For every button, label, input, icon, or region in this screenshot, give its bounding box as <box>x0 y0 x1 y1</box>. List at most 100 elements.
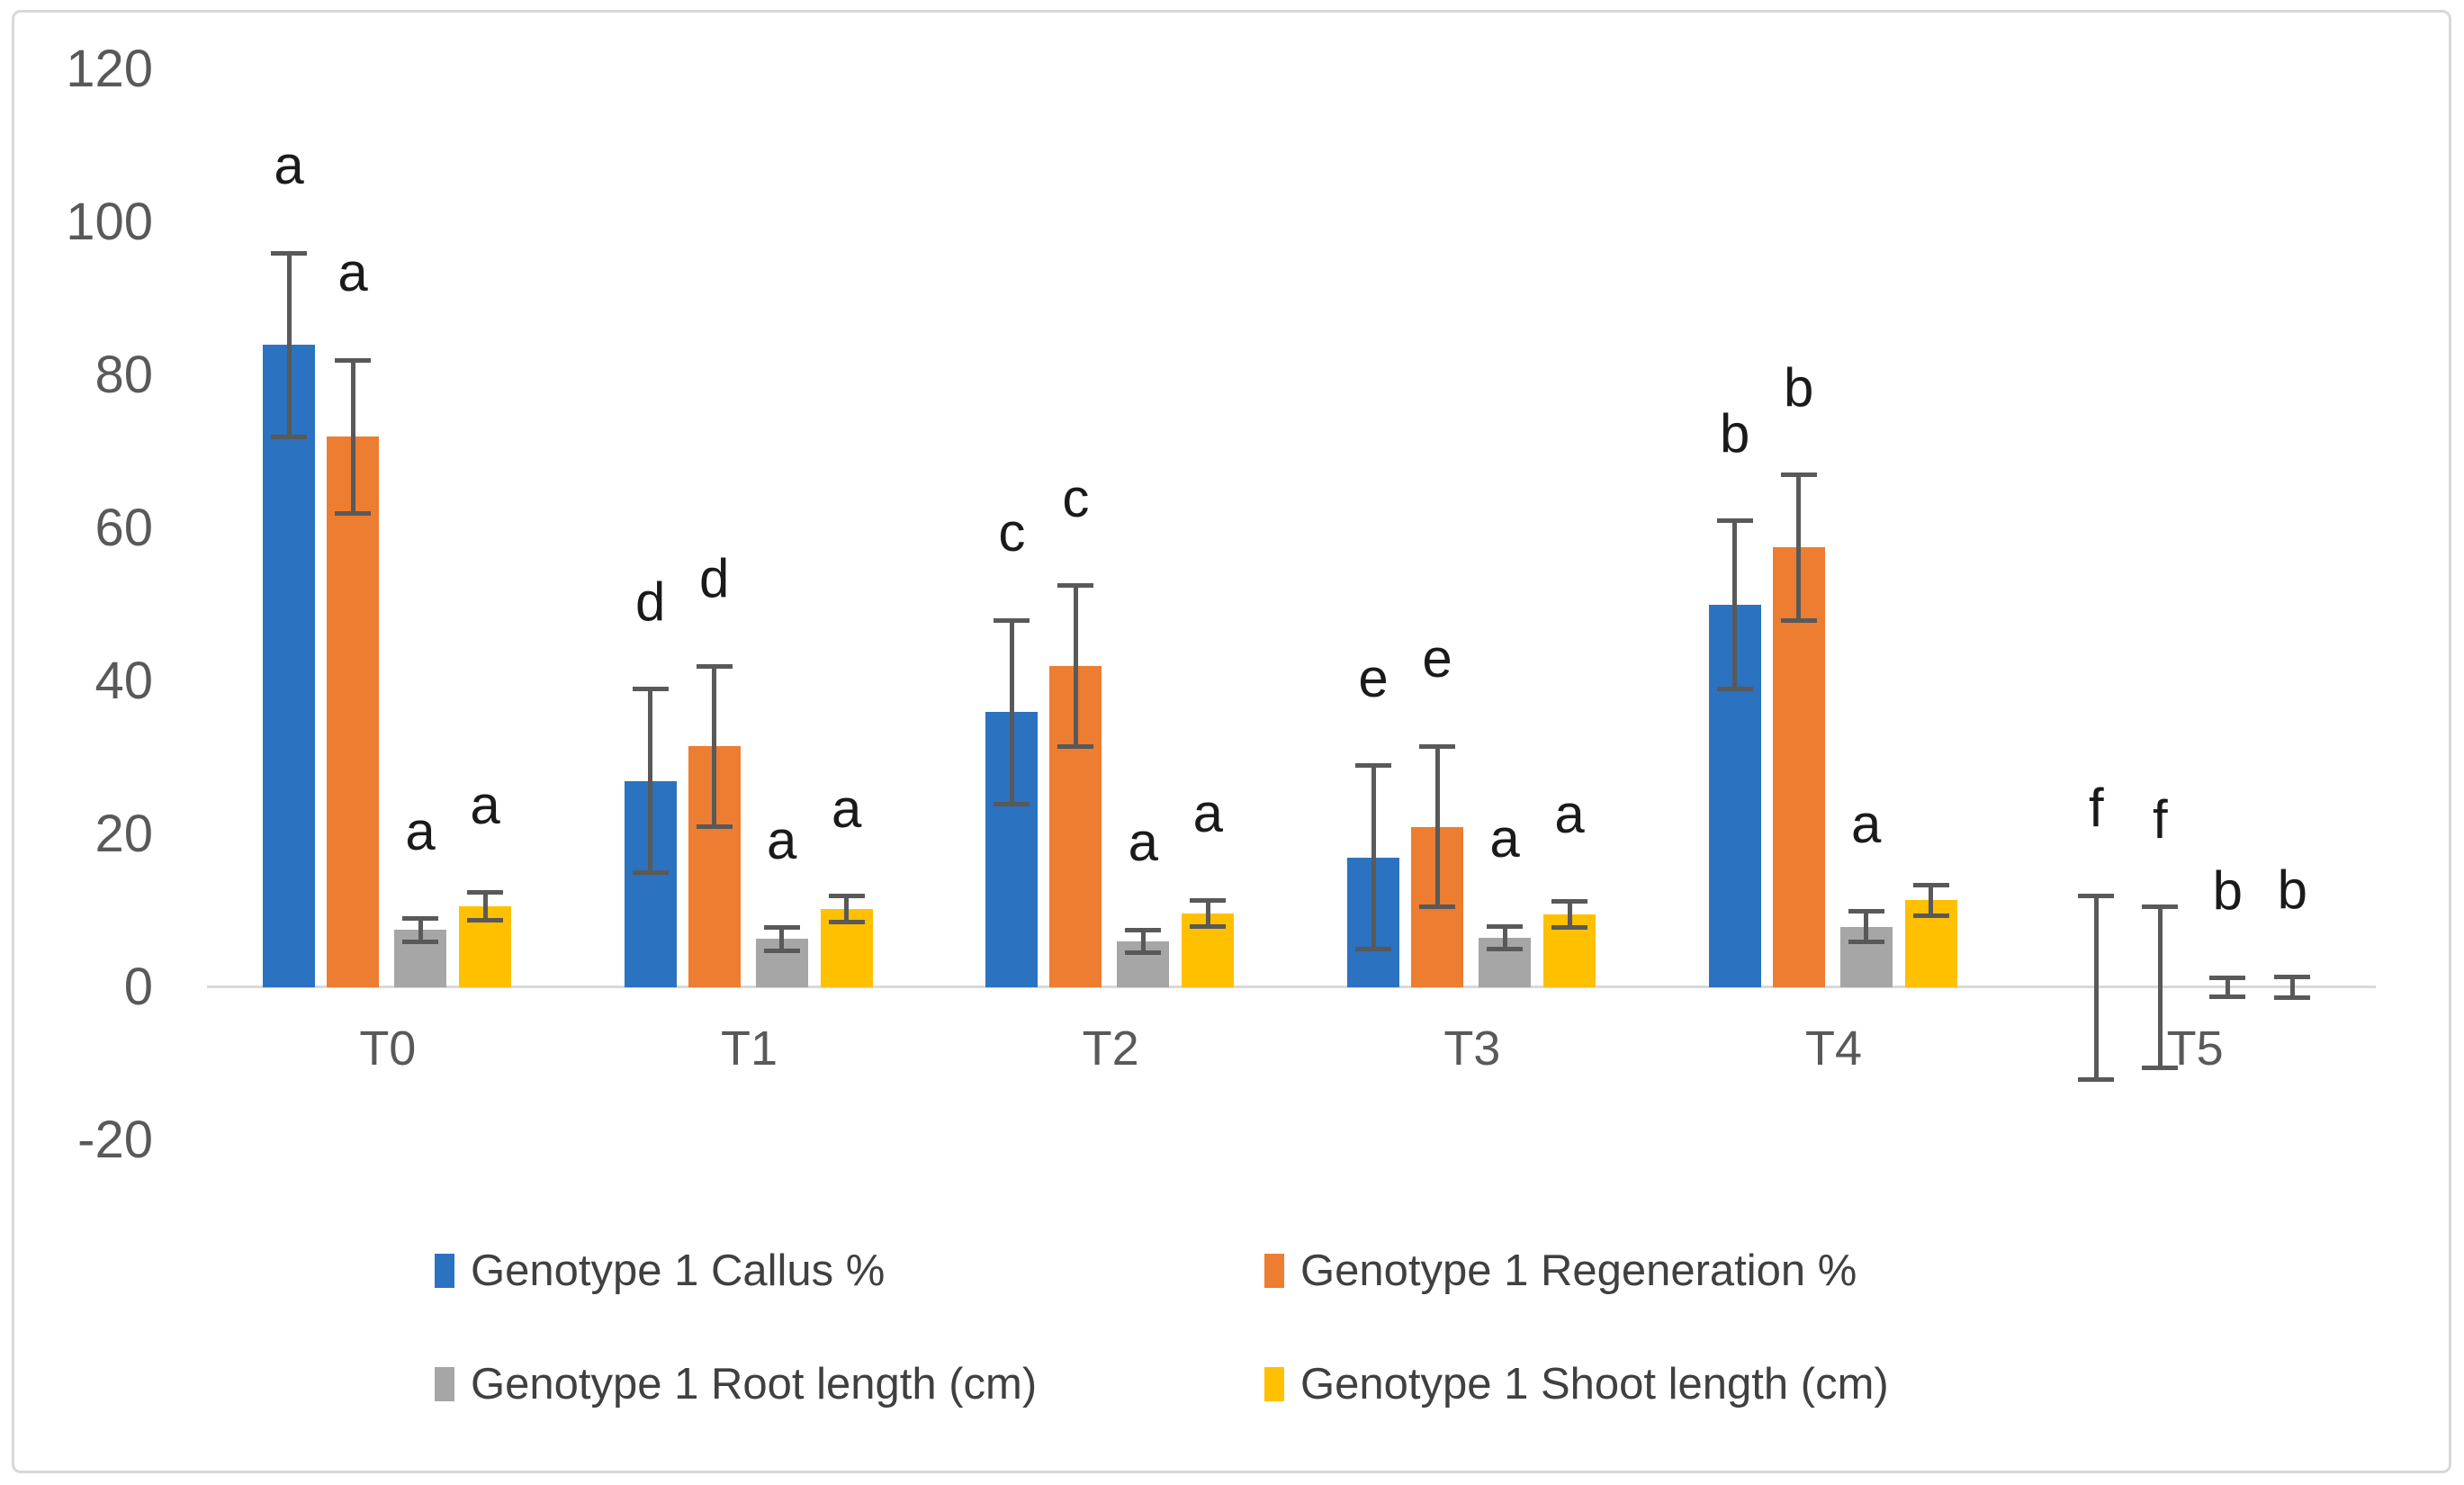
error-bar-cap <box>828 894 865 899</box>
error-bar-line <box>2289 976 2295 998</box>
error-bar-cap <box>271 434 307 439</box>
sig-letter: a <box>1192 782 1224 843</box>
error-bar-line <box>648 688 653 873</box>
y-tick-label: 60 <box>94 499 153 557</box>
error-bar-cap <box>1057 583 1094 589</box>
error-bar-cap <box>828 920 865 925</box>
error-bar-cap <box>1848 909 1884 914</box>
error-bar-cap <box>1419 743 1455 749</box>
sig-letter: b <box>2212 860 2244 921</box>
error-bar-cap <box>1716 687 1753 691</box>
error-bar-line <box>1205 900 1210 927</box>
error-bar-line <box>1009 620 1014 804</box>
error-bar-cap <box>1487 923 1523 929</box>
sig-letter: b <box>2277 859 2308 920</box>
error-bar-line <box>1796 474 1802 620</box>
x-axis-line <box>207 986 2376 988</box>
error-bar-cap <box>1419 904 1455 910</box>
error-bar-line <box>2157 906 2163 1068</box>
bar <box>263 345 315 987</box>
error-bar-cap <box>335 357 371 363</box>
legend-item: Genotype 1 Regeneration % <box>1264 1242 1857 1300</box>
sig-letter: b <box>1783 356 1814 418</box>
sig-letter: a <box>766 809 797 870</box>
error-bar-line <box>1502 926 1507 950</box>
error-bar-cap <box>994 801 1030 806</box>
error-bar-line <box>286 253 292 436</box>
error-bar-cap <box>696 663 733 669</box>
error-bar-line <box>1864 911 1869 942</box>
y-tick-label: 120 <box>66 40 153 98</box>
legend-item: Genotype 1 Root length (cm) <box>435 1355 1037 1413</box>
legend-item: Genotype 1 Shoot length (cm) <box>1264 1355 1889 1413</box>
legend-label: Genotype 1 Root length (cm) <box>471 1360 1038 1408</box>
legend-item: Genotype 1 Callus % <box>435 1242 885 1300</box>
sig-letter: a <box>337 242 368 302</box>
y-tick-label: 0 <box>123 958 153 1016</box>
sig-letter: b <box>1719 402 1750 464</box>
error-bar-cap <box>1190 924 1227 930</box>
error-bar-line <box>844 896 850 922</box>
error-bar-cap <box>335 510 371 516</box>
sig-letter: a <box>1128 812 1159 873</box>
legend-swatch <box>435 1367 454 1401</box>
legend-swatch <box>1264 1367 1284 1401</box>
x-category-label: T0 <box>359 1022 417 1076</box>
error-bar-line <box>1073 585 1078 747</box>
legend-label: Genotype 1 Regeneration % <box>1300 1246 1857 1295</box>
error-bar-cap <box>467 917 503 922</box>
error-bar-line <box>779 927 785 951</box>
sig-letter: a <box>1554 783 1585 844</box>
error-bar-cap <box>2142 904 2179 910</box>
error-bar-line <box>2093 896 2099 1079</box>
error-bar-cap <box>696 824 733 829</box>
error-bar-cap <box>1355 947 1391 951</box>
sig-letter: d <box>698 548 730 608</box>
error-bar-line <box>1434 746 1440 907</box>
figure-border <box>12 10 2451 1473</box>
x-category-label: T3 <box>1443 1022 1501 1076</box>
bar <box>327 436 379 987</box>
error-bar-cap <box>763 925 800 931</box>
error-bar-line <box>2225 977 2230 997</box>
error-bar-cap <box>1912 913 1949 918</box>
error-bar-cap <box>402 939 438 944</box>
error-bar-cap <box>402 916 438 921</box>
sig-letter: f <box>2088 778 2104 838</box>
error-bar-line <box>1371 765 1376 950</box>
error-bar-cap <box>467 890 503 896</box>
error-bar-cap <box>2142 1065 2179 1070</box>
sig-letter: d <box>634 571 666 632</box>
error-bar-cap <box>1355 763 1391 768</box>
error-bar-cap <box>2274 994 2311 1000</box>
sig-letter: a <box>470 774 500 835</box>
y-tick-label: 40 <box>94 652 153 710</box>
error-bar-cap <box>2078 1076 2115 1082</box>
legend-label: Genotype 1 Callus % <box>471 1246 886 1295</box>
error-bar-cap <box>2209 976 2246 981</box>
sig-letter: e <box>1358 647 1389 708</box>
sig-letter: a <box>831 778 862 839</box>
sig-letter: a <box>1489 808 1520 868</box>
error-bar-line <box>1929 885 1934 916</box>
error-bar-cap <box>2209 994 2246 999</box>
sig-letter: e <box>1422 628 1452 689</box>
error-bar-cap <box>1487 947 1523 951</box>
error-bar-line <box>1567 901 1572 928</box>
sig-letter: c <box>998 502 1026 562</box>
x-category-label: T1 <box>720 1022 778 1076</box>
error-bar-line <box>482 892 488 921</box>
error-bar-cap <box>632 687 669 691</box>
error-bar-cap <box>1057 743 1094 749</box>
error-bar-cap <box>1780 617 1817 623</box>
sig-letter: f <box>2152 788 2168 850</box>
legend-swatch <box>1264 1254 1284 1288</box>
legend-swatch <box>435 1254 454 1288</box>
error-bar-cap <box>1848 940 1884 945</box>
error-bar-cap <box>1551 899 1587 904</box>
error-bar-cap <box>1190 898 1227 904</box>
y-tick-label: 20 <box>94 805 153 863</box>
error-bar-line <box>350 360 355 513</box>
x-category-label: T2 <box>1082 1022 1139 1076</box>
